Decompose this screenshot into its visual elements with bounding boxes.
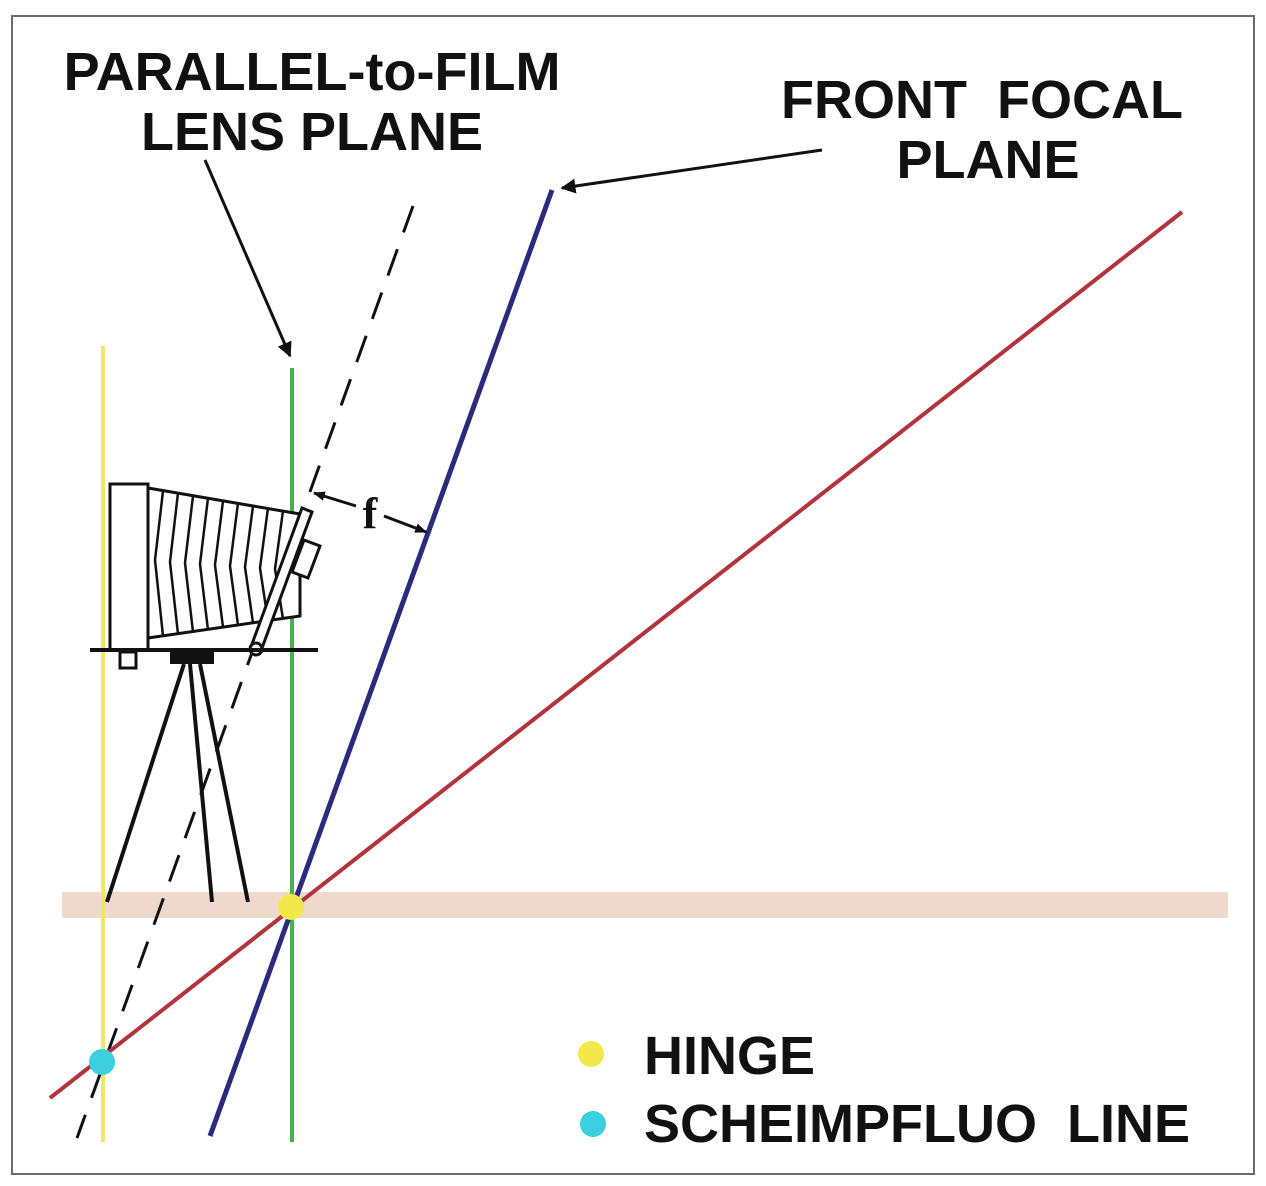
front-focal-plane-label-line1: FRONT FOCAL bbox=[781, 70, 1183, 130]
front-focal-plane-line bbox=[207, 189, 555, 1137]
legend-hinge-label: HINGE bbox=[644, 1026, 815, 1086]
legend-scheimpflug-label: SCHEIMPFLUO LINE bbox=[644, 1094, 1190, 1154]
ground-band bbox=[62, 892, 1228, 918]
camera-back-foot bbox=[118, 650, 138, 670]
bellows-pleats bbox=[153, 490, 285, 637]
scheimpflug-point bbox=[89, 1049, 115, 1075]
lens-barrel bbox=[290, 538, 322, 580]
parallel-plane-pointer-arrow bbox=[203, 159, 292, 358]
plane-of-focus-line bbox=[48, 210, 1184, 1100]
parallel-lens-plane-label-line2: LENS PLANE bbox=[141, 102, 483, 162]
f-arrow-left bbox=[312, 491, 357, 508]
tripod-head bbox=[170, 652, 214, 664]
camera-bellows bbox=[146, 486, 302, 640]
view-camera-icon bbox=[90, 482, 322, 903]
legend-scheimpflug-swatch bbox=[580, 1111, 606, 1137]
front-focal-plane-label-line2: PLANE bbox=[896, 130, 1079, 190]
front-focal-pointer-arrow bbox=[560, 148, 823, 194]
parallel-lens-plane-label-line1: PARALLEL-to-FILM bbox=[64, 42, 561, 102]
f-arrow-right bbox=[383, 514, 428, 534]
legend: HINGE SCHEIMPFLUO LINE bbox=[578, 1026, 1190, 1154]
legend-hinge-swatch bbox=[578, 1041, 604, 1067]
hinge-point bbox=[278, 894, 304, 920]
tripod-legs bbox=[105, 663, 250, 903]
focal-length-label: f bbox=[363, 489, 379, 538]
camera-back bbox=[108, 482, 150, 652]
lens-plane-dashed-line bbox=[75, 205, 415, 1139]
